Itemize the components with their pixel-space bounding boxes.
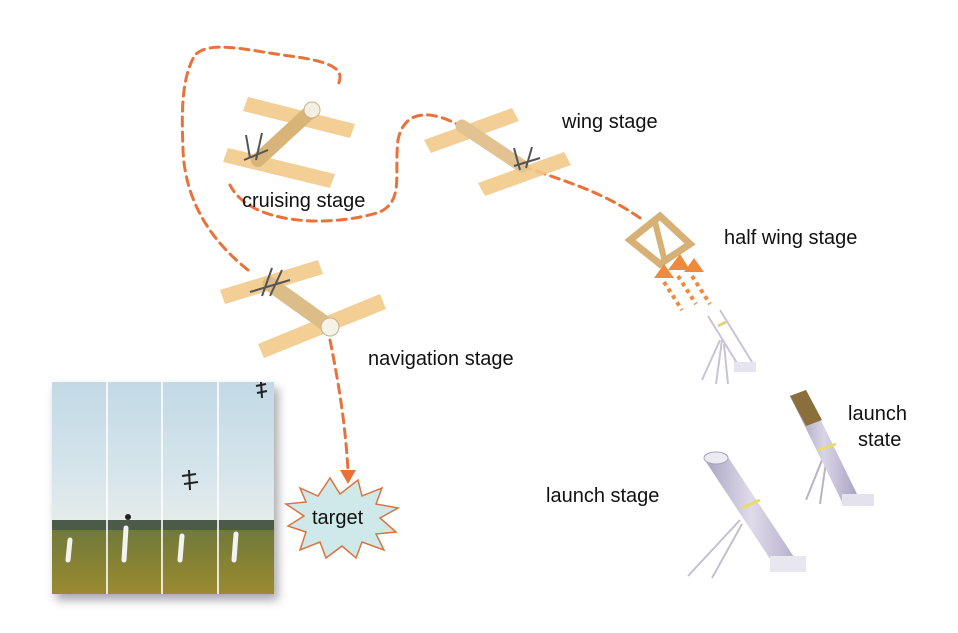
drone-navigation-icon bbox=[220, 260, 386, 358]
label-wing-stage: wing stage bbox=[561, 111, 658, 133]
target-burst-icon bbox=[283, 476, 401, 560]
flight-photo-strip bbox=[52, 381, 274, 594]
launch-state-icon bbox=[790, 390, 874, 506]
drone-half-wing-icon bbox=[624, 211, 756, 385]
drone-wing-icon bbox=[424, 108, 571, 196]
label-navigation-stage: navigation stage bbox=[368, 348, 514, 370]
label-launch-state-line2: state bbox=[858, 429, 901, 451]
label-launch-stage: launch stage bbox=[546, 485, 659, 507]
launch-tube-icon bbox=[687, 451, 806, 579]
trajectory-arrowhead bbox=[340, 470, 356, 484]
label-cruising-stage: cruising stage bbox=[242, 190, 365, 212]
label-target: target bbox=[312, 507, 364, 529]
label-half-wing-stage: half wing stage bbox=[724, 227, 857, 249]
drone-cruising-icon bbox=[223, 97, 355, 188]
label-launch-state-line1: launch bbox=[848, 403, 907, 425]
